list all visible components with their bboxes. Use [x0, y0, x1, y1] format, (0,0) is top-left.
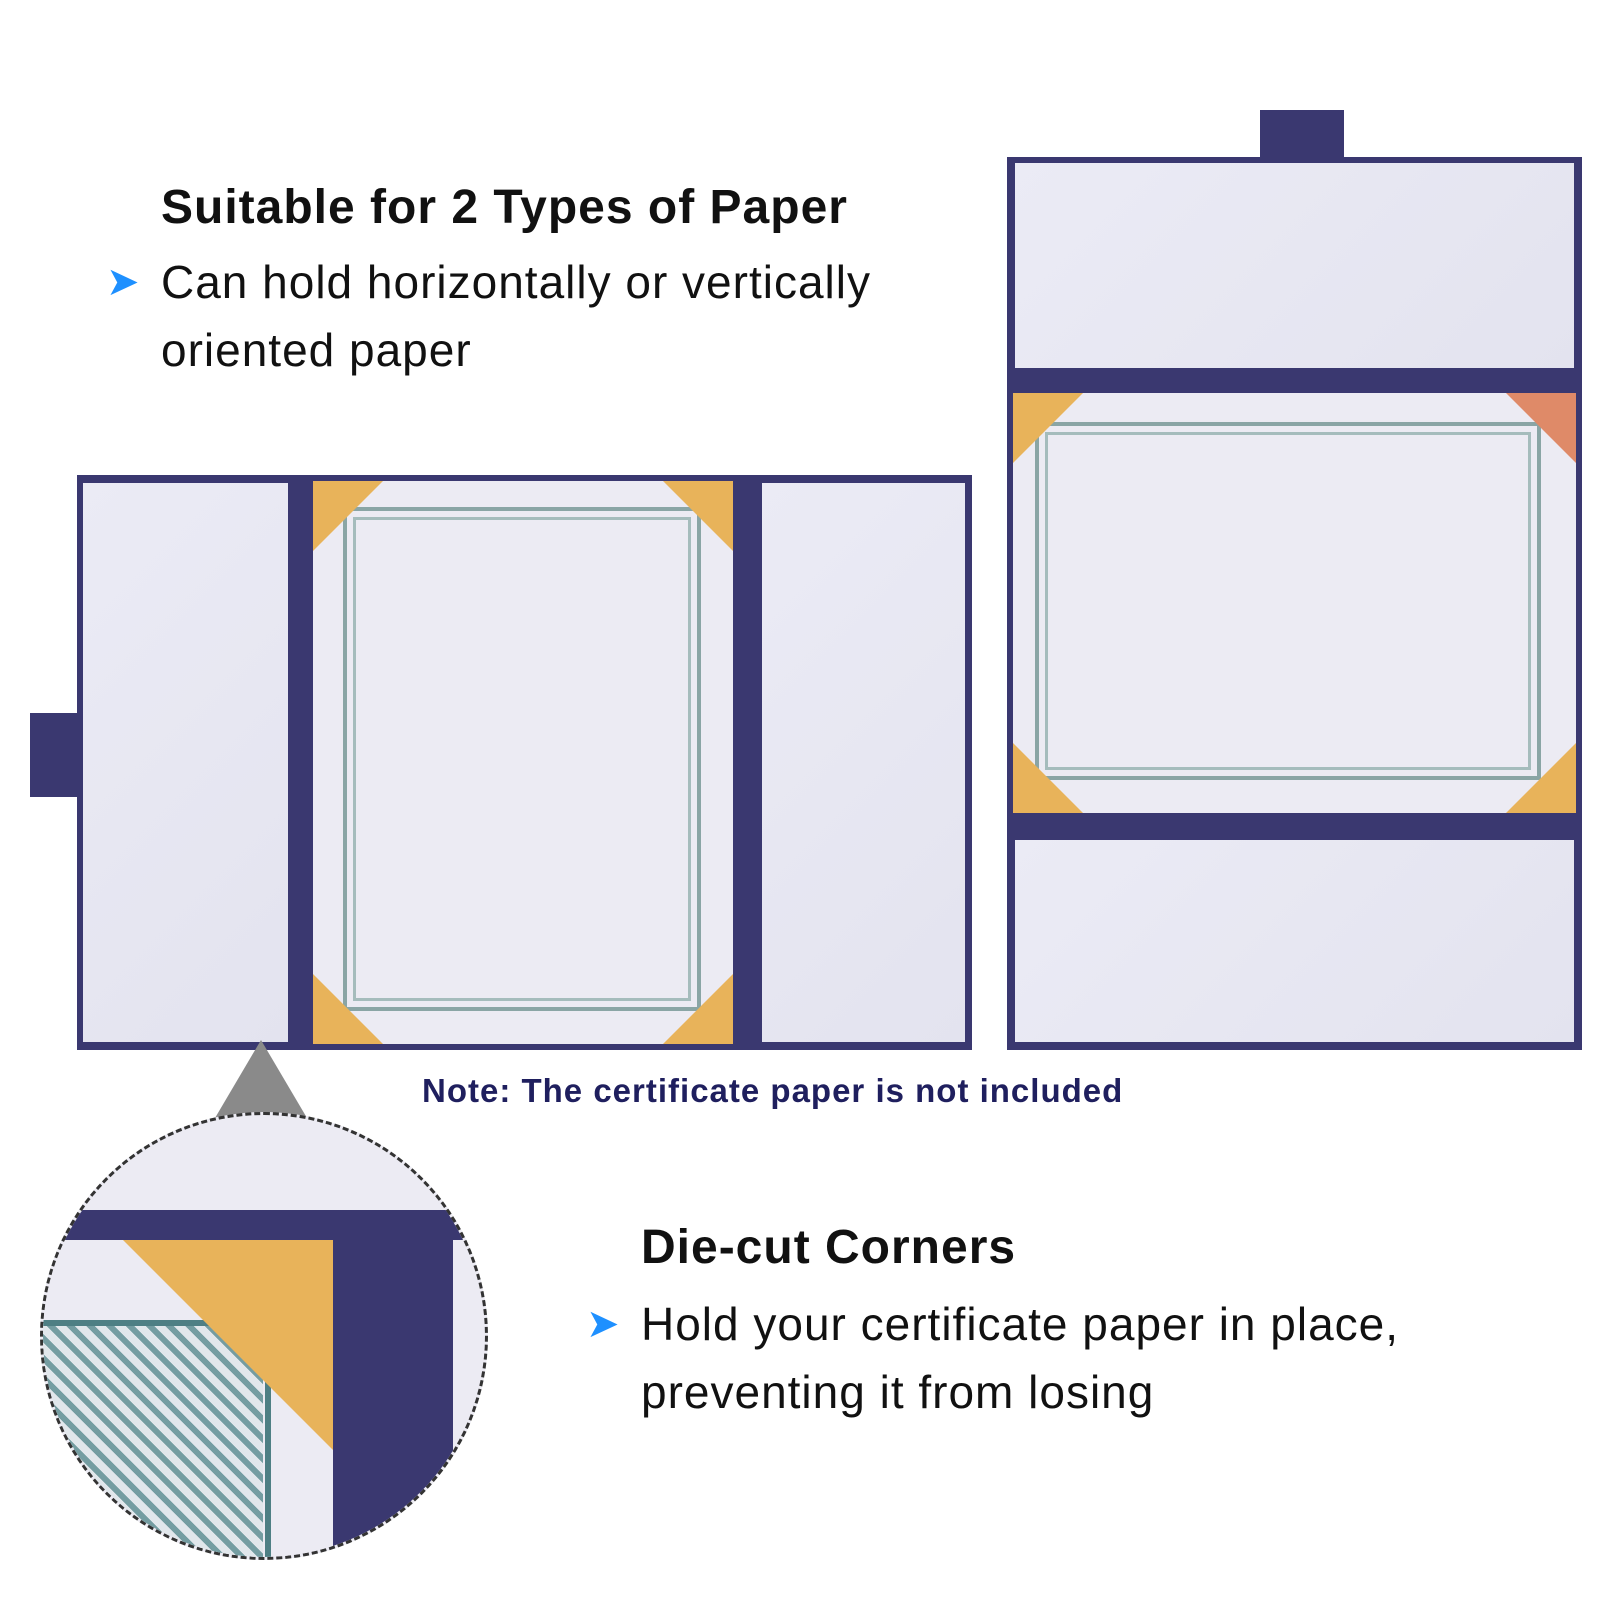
gold-corner-top-left	[313, 481, 383, 551]
corners-description: Hold your certificate paper in place, pr…	[641, 1290, 1541, 1426]
gold-corner-bottom-right	[663, 974, 733, 1044]
folder-left-flap	[83, 483, 288, 1042]
triangle-arrow-icon: ➤	[106, 259, 140, 305]
corner-detail-zoom	[40, 1112, 488, 1560]
vertical-certificate-paper	[313, 481, 733, 1044]
triangle-arrow-icon: ➤	[586, 1301, 620, 1347]
vertical-certificate-folder	[30, 475, 972, 1050]
certificate-border	[343, 507, 701, 1011]
gold-corner-bottom-right	[1506, 743, 1576, 813]
gold-corner-closeup	[123, 1240, 333, 1450]
folder-tab	[1260, 110, 1344, 162]
folder-bottom-flap	[1015, 840, 1574, 1042]
gold-corner-top-left	[1013, 393, 1083, 463]
gold-corner-top-right	[1506, 393, 1576, 463]
corners-line-1: Hold your certificate paper in place,	[641, 1298, 1400, 1350]
folder-right-flap	[762, 483, 965, 1042]
gold-corner-bottom-left	[1013, 743, 1083, 813]
folder-tab	[30, 713, 82, 797]
paper-types-description: Can hold horizontally or vertically orie…	[161, 248, 981, 384]
zoom-folder-spine	[333, 1210, 453, 1557]
gold-corner-top-right	[663, 481, 733, 551]
gold-corner-bottom-left	[313, 974, 383, 1044]
paper-types-line-1: Can hold horizontally or vertically	[161, 256, 871, 308]
folder-top-flap	[1015, 163, 1574, 368]
paper-types-line-2: oriented paper	[161, 324, 472, 376]
corners-line-2: preventing it from losing	[641, 1366, 1155, 1418]
zoom-folder-top-edge	[43, 1210, 485, 1240]
horizontal-certificate-folder	[1007, 110, 1582, 1050]
corners-title: Die-cut Corners	[641, 1221, 1017, 1274]
note-text: Note: The certificate paper is not inclu…	[422, 1072, 1124, 1109]
paper-types-title: Suitable for 2 Types of Paper	[161, 181, 848, 234]
zoom-pointer	[215, 1040, 307, 1118]
horizontal-certificate-paper	[1013, 393, 1576, 813]
certificate-border	[1035, 422, 1541, 780]
